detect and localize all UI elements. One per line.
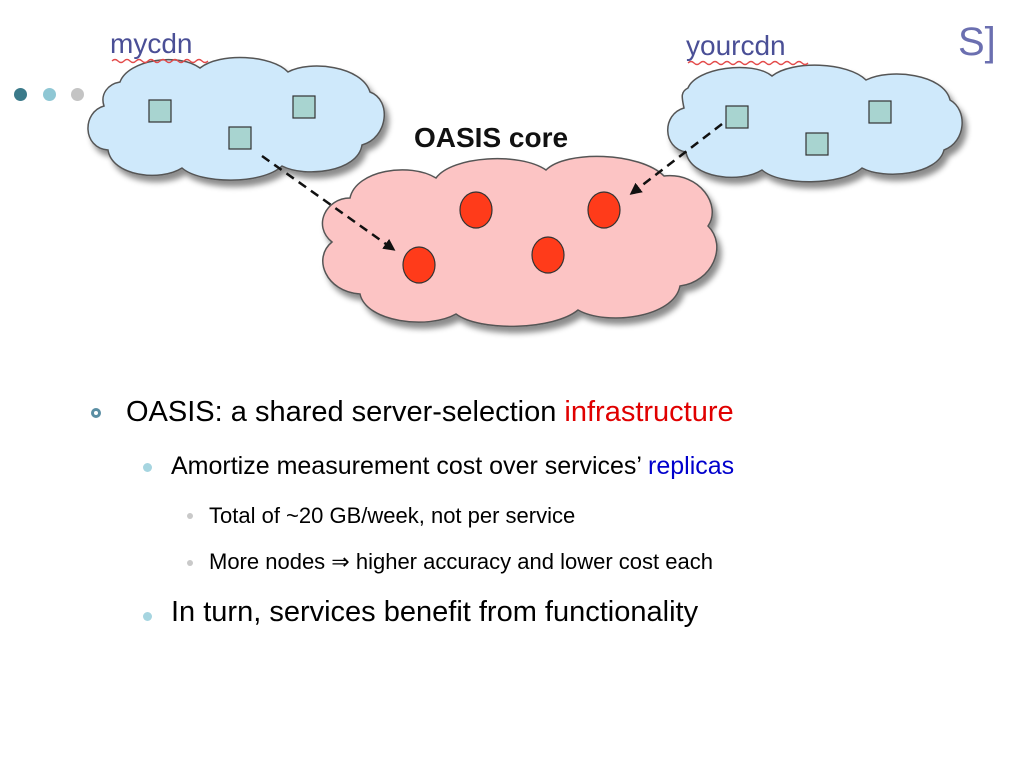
core-node xyxy=(587,191,621,229)
bullet-text: higher accuracy and lower cost each xyxy=(349,549,713,574)
bullet-text: More nodes xyxy=(209,549,332,574)
replica-node xyxy=(725,105,749,129)
bullet-marker xyxy=(91,408,101,418)
arrow-yourcdn-to-core xyxy=(629,123,723,195)
bullet-oasis: OASIS: a shared server-selection infrast… xyxy=(126,396,734,429)
mycdn-label: mycdn xyxy=(110,28,192,59)
bullet-text: Total of ~20 GB/week, not per service xyxy=(209,503,576,528)
core-node xyxy=(402,246,436,284)
bullet-text: In turn, services benefit from functiona… xyxy=(171,596,699,628)
replica-node xyxy=(868,100,892,124)
implies-symbol: ⇒ xyxy=(331,549,350,574)
oasis-diagram: mycdn yourcdn OASIS core xyxy=(87,28,963,327)
nav-dot xyxy=(43,88,56,101)
mycdn-cloud xyxy=(87,56,385,181)
slide-title-fragment: S] xyxy=(958,20,996,64)
bullet-more-nodes: More nodes ⇒ higher accuracy and lower c… xyxy=(209,549,713,575)
bullet-text: OASIS: a shared server-selection xyxy=(126,396,565,428)
measurement-arrows xyxy=(261,123,723,251)
bullet-total: Total of ~20 GB/week, not per service xyxy=(209,503,575,529)
spellcheck-underline xyxy=(111,58,209,64)
core-node xyxy=(531,236,565,274)
replica-node xyxy=(228,126,252,150)
oasis-core-cloud xyxy=(321,155,718,327)
bullet-in-turn: In turn, services benefit from functiona… xyxy=(171,596,698,629)
nav-dot xyxy=(14,88,27,101)
replica-nodes xyxy=(148,95,892,156)
emphasis-replicas: replicas xyxy=(648,452,735,480)
bullet-marker xyxy=(187,560,193,566)
bullet-marker xyxy=(143,612,152,621)
bullet-marker xyxy=(187,513,193,519)
replica-node xyxy=(148,99,172,123)
bullet-text: Amortize measurement cost over services’ xyxy=(171,452,649,480)
spellcheck-underline xyxy=(687,60,809,66)
arrow-mycdn-to-core xyxy=(261,154,396,251)
replica-node xyxy=(292,95,316,119)
nav-dot xyxy=(71,88,84,101)
replica-node xyxy=(805,132,829,156)
yourcdn-cloud xyxy=(667,64,963,183)
core-node xyxy=(459,191,493,229)
bullet-amortize: Amortize measurement cost over services’… xyxy=(171,452,734,481)
emphasis-infrastructure: infrastructure xyxy=(564,396,734,428)
bullet-marker xyxy=(143,463,152,472)
core-nodes xyxy=(402,191,621,284)
oasis-core-label: OASIS core xyxy=(414,122,568,153)
yourcdn-label: yourcdn xyxy=(686,30,786,61)
